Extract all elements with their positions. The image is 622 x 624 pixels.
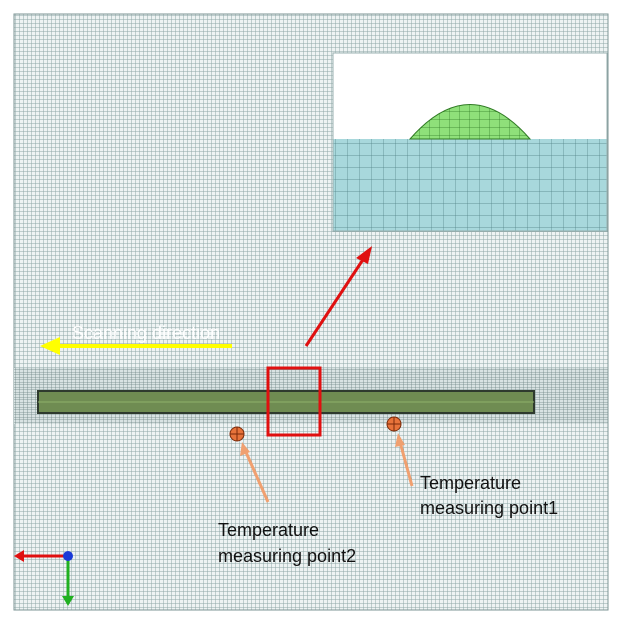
- temperature-point2-marker: [229, 426, 245, 442]
- cross-section-inset: [332, 52, 608, 232]
- point1-label-line2: measuring point1: [420, 498, 558, 518]
- inset-substrate-mesh: [333, 139, 607, 231]
- point1-label-line1: Temperature: [420, 473, 521, 493]
- temperature-point1-marker: [386, 416, 402, 432]
- point2-label-line1: Temperature: [218, 520, 319, 540]
- inset-border: [332, 52, 608, 232]
- zoom-region-box: [266, 366, 322, 437]
- scanning-direction-arrow: [40, 337, 232, 355]
- xyz-axis-triad-icon: [14, 550, 74, 606]
- inset-deposited-bead: [408, 104, 532, 140]
- zoom-arrow: [304, 246, 372, 347]
- temperature-point1-leader: [395, 433, 414, 487]
- point2-label-line2: measuring point2: [218, 546, 356, 566]
- scanning-direction-label: Scanning direction: [72, 323, 220, 343]
- temperature-point2-leader: [240, 442, 270, 503]
